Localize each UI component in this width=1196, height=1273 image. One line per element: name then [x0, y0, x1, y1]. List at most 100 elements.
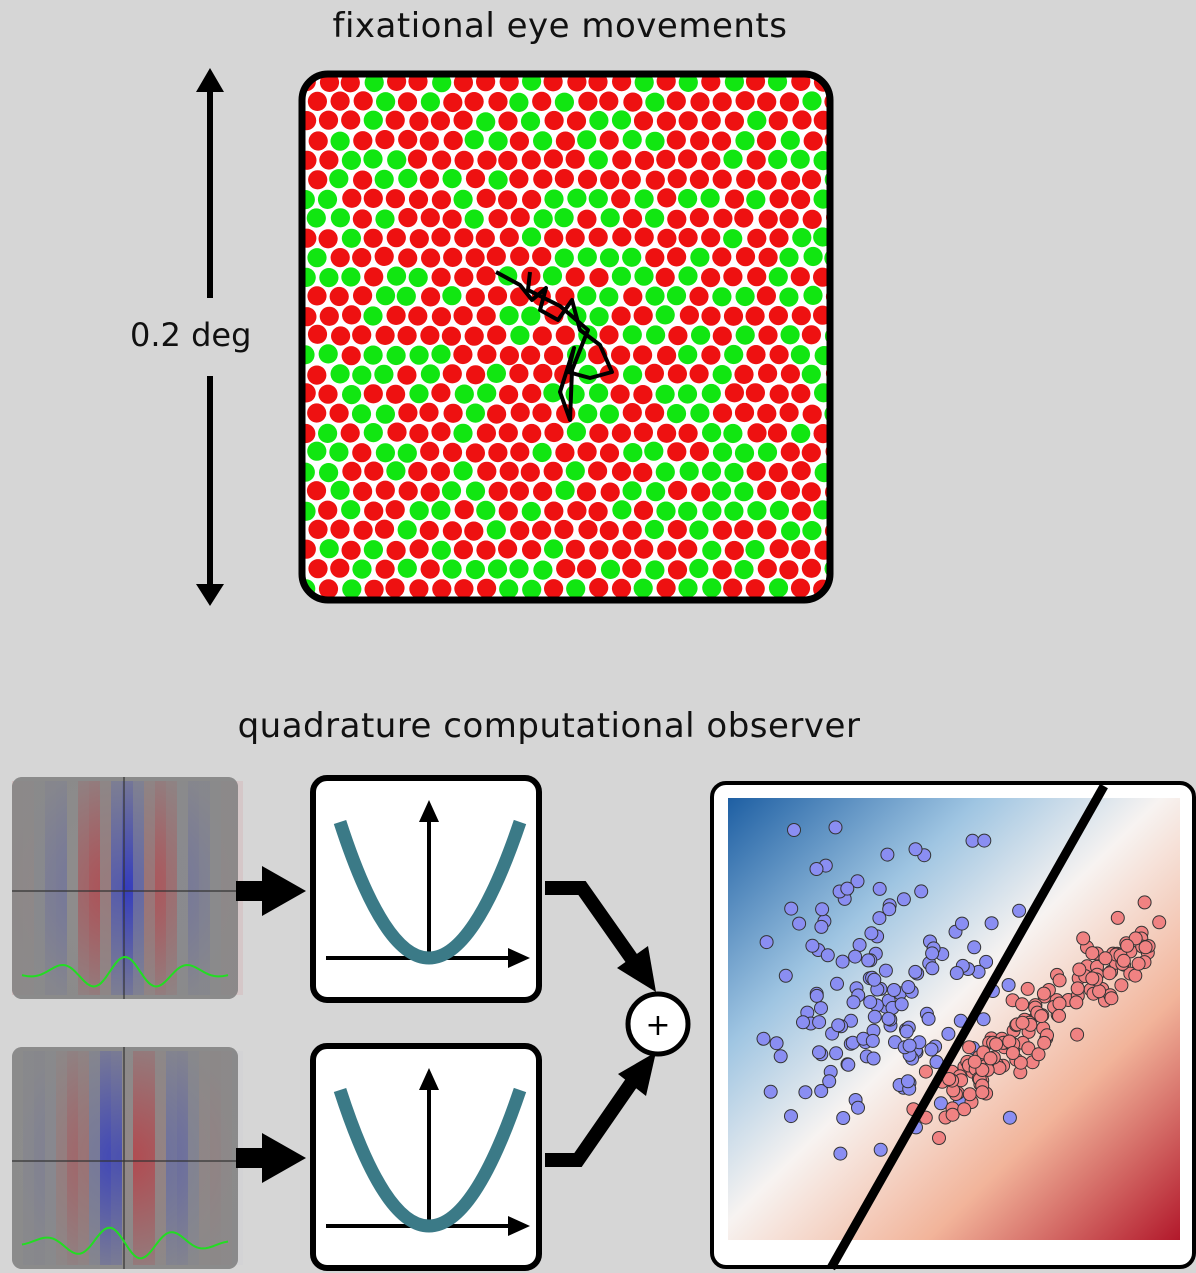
l-cone [308, 131, 328, 151]
l-cone [375, 480, 395, 500]
l-cone [419, 131, 439, 151]
class-b-point [1052, 973, 1067, 988]
m-cone [600, 208, 620, 228]
class-b-point [945, 1107, 960, 1122]
m-cone [351, 404, 372, 424]
m-cone [341, 500, 361, 520]
l-cone [611, 306, 631, 326]
m-cone [543, 383, 563, 403]
l-cone [633, 306, 653, 326]
l-cone [522, 189, 542, 210]
m-cone [837, 73, 856, 92]
l-cone [690, 92, 710, 112]
l-cone [342, 188, 362, 208]
l-cone [442, 364, 462, 384]
l-cone [678, 228, 698, 248]
m-cone [734, 443, 755, 463]
m-cone [655, 305, 675, 325]
m-cone [363, 149, 383, 169]
l-cone [375, 130, 395, 150]
l-cone [611, 189, 631, 209]
eye-movement-trace [495, 270, 614, 422]
m-cone [701, 461, 722, 481]
class-b-point [983, 1051, 998, 1066]
m-cone [306, 208, 326, 228]
l-cone [442, 521, 462, 541]
l-cone [319, 306, 339, 326]
l-cone [510, 246, 530, 266]
l-cone [667, 442, 687, 462]
l-cone [476, 423, 496, 443]
m-cone [565, 461, 585, 481]
l-cone [430, 462, 450, 482]
l-cone [353, 520, 373, 540]
l-cone [589, 540, 609, 560]
l-cone [791, 189, 811, 210]
m-cone [386, 345, 406, 366]
class-a-point [787, 823, 801, 837]
m-cone [567, 188, 587, 208]
l-cone [341, 110, 361, 130]
m-cone [554, 248, 574, 268]
l-cone [712, 403, 733, 423]
l-cone [398, 129, 418, 150]
l-cone [488, 209, 508, 229]
m-cone [420, 92, 440, 112]
l-cone [768, 306, 789, 326]
l-cone [408, 306, 428, 326]
l-cone [667, 247, 687, 267]
class-a-point [809, 988, 824, 1003]
m-cone [554, 92, 575, 112]
l-cone [441, 326, 461, 346]
l-cone [735, 91, 755, 111]
m-cone [409, 384, 429, 404]
l-cone [701, 111, 721, 131]
l-cone [849, 364, 868, 383]
m-cone [780, 325, 800, 345]
m-cone [544, 189, 564, 209]
l-cone [566, 111, 587, 131]
l-cone [521, 150, 541, 170]
m-cone [374, 364, 394, 384]
l-cone [599, 521, 619, 541]
parabola-top [333, 819, 527, 965]
l-cone [532, 247, 552, 267]
l-cone [408, 461, 428, 482]
l-cone [487, 404, 507, 424]
m-cone [836, 384, 855, 403]
m-cone [509, 92, 529, 112]
class-b-point [1128, 968, 1143, 983]
l-cone [780, 442, 800, 462]
l-cone [780, 364, 801, 384]
m-cone [646, 482, 666, 502]
l-cone [477, 344, 497, 364]
class-b-point [1116, 953, 1131, 968]
l-cone [779, 209, 799, 229]
m-cone [622, 481, 642, 501]
m-cone [645, 208, 665, 228]
m-cone [689, 520, 709, 540]
l-cone [374, 519, 395, 539]
l-cone [565, 228, 585, 248]
l-cone [611, 578, 632, 599]
m-cone [678, 189, 698, 209]
m-cone [646, 325, 666, 345]
top-panel-title: fixational eye movements [332, 6, 788, 46]
class-a-point [866, 1051, 881, 1066]
class-b-point [1031, 1047, 1046, 1062]
m-cone [691, 325, 711, 345]
class-a-point [864, 926, 879, 941]
class-a-point [901, 980, 916, 994]
l-cone [544, 579, 564, 599]
l-cone [488, 92, 508, 112]
class-b-point [989, 1037, 1004, 1052]
m-cone [465, 403, 485, 423]
l-cone [465, 248, 485, 268]
l-cone [510, 402, 530, 422]
l-cone [308, 170, 328, 190]
m-cone [837, 578, 856, 597]
l-cone [769, 384, 789, 404]
l-cone [520, 462, 540, 482]
l-cone [364, 267, 384, 287]
l-cone [577, 209, 597, 229]
